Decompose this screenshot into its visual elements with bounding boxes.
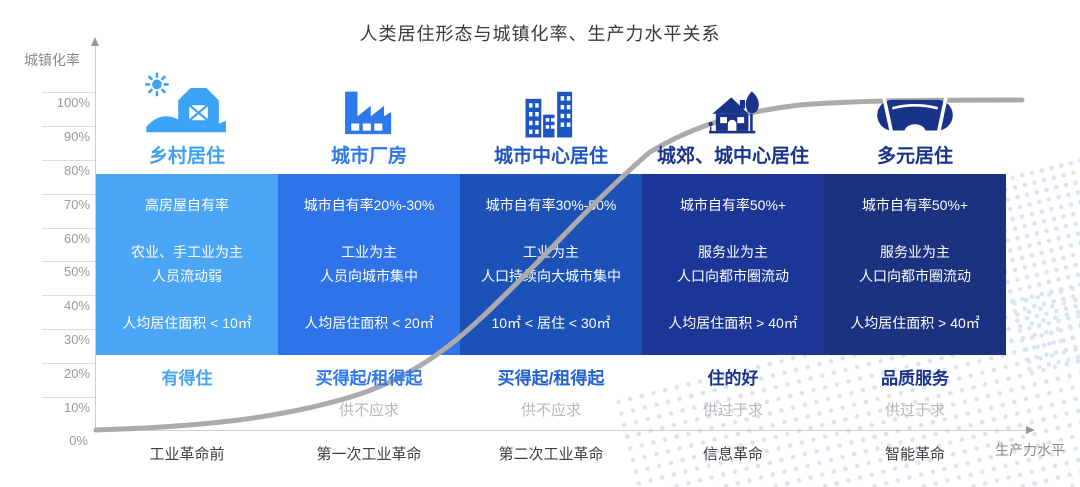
y-tick-40: 40%	[42, 295, 95, 313]
y-tick-70: 70%	[42, 194, 95, 212]
suburban-house-icon	[642, 60, 824, 138]
ownership-text: 城市自有率50%+	[861, 197, 969, 213]
industry-line: 人口持续向大城市集中	[481, 268, 621, 284]
y-tick-label: 80%	[63, 163, 90, 178]
x-era-label: 第二次工业革命	[498, 446, 604, 463]
slogan-text: 买得起/租得起	[497, 369, 605, 388]
supply-demand-text: 供不应求	[520, 402, 581, 419]
slogan-text: 有得住	[161, 369, 213, 388]
info-box: 城市自有率30%-50% 工业为主 人口持续向大城市集中 10㎡ < 居住 < …	[460, 174, 642, 355]
industry-text: 工业为主 人员向城市集中	[320, 240, 418, 289]
slogan-text: 买得起/租得起	[315, 369, 423, 388]
x-axis-label: 生产力水平	[995, 442, 1065, 458]
farm-icon	[96, 60, 278, 138]
area-text: 人均居住面积 < 20㎡	[304, 315, 434, 331]
y-tick-label: 70%	[63, 197, 90, 212]
area-text: 人均居住面积 > 40㎡	[850, 315, 980, 331]
industry-text: 农业、手工业为主 人员流动弱	[131, 240, 243, 289]
y-tick-100: 100%	[42, 92, 95, 110]
ownership-text: 城市自有率50%+	[679, 197, 787, 213]
column-title: 乡村居住	[148, 146, 225, 167]
x-era-label: 工业革命前	[149, 446, 225, 463]
info-box: 高房屋自有率 农业、手工业为主 人员流动弱 人均居住面积 < 10㎡	[96, 174, 278, 355]
vr-goggles-icon	[824, 60, 1006, 138]
area-text: 10㎡ < 居住 < 30㎡	[491, 315, 611, 331]
info-box: 城市自有率50%+ 服务业为主 人口向都市圈流动 人均居住面积 > 40㎡	[642, 174, 824, 355]
column-city-factory: 城市厂房 城市自有率20%-30% 工业为主 人员向城市集中 人均居住面积 < …	[278, 0, 460, 487]
industry-line: 服务业为主	[880, 243, 950, 260]
column-diverse-living: 多元居住 城市自有率50%+ 服务业为主 人口向都市圈流动 人均居住面积 > 4…	[824, 0, 1006, 487]
y-axis-label: 城镇化率	[24, 52, 80, 68]
ownership-text: 城市自有率30%-50%	[485, 197, 617, 213]
column-suburb-center-living: 城郊、城中心居住 城市自有率50%+ 服务业为主 人口向都市圈流动 人均居住面积…	[642, 0, 824, 487]
column-title: 城市中心居住	[493, 146, 608, 167]
y-tick-90: 90%	[42, 126, 95, 144]
x-axis-arrow-icon	[1026, 426, 1035, 434]
info-box: 城市自有率20%-30% 工业为主 人员向城市集中 人均居住面积 < 20㎡	[278, 174, 460, 355]
y-axis-arrow-icon	[91, 37, 99, 46]
y-tick-80: 80%	[42, 160, 95, 178]
industry-text: 服务业为主 人口向都市圈流动	[859, 240, 971, 289]
y-tick-label: 10%	[63, 400, 90, 415]
x-era-label: 信息革命	[702, 446, 763, 463]
info-box: 城市自有率50%+ 服务业为主 人口向都市圈流动 人均居住面积 > 40㎡	[824, 174, 1006, 355]
column-city-center-living: 城市中心居住 城市自有率30%-50% 工业为主 人口持续向大城市集中 10㎡ …	[460, 0, 642, 487]
y-tick-30: 30%	[42, 329, 95, 347]
factory-icon	[278, 60, 460, 138]
column-rural-living: 乡村居住 高房屋自有率 农业、手工业为主 人员流动弱 人均居住面积 < 10㎡ …	[96, 0, 278, 487]
y-tick-0: 0%	[69, 433, 88, 448]
y-tick-20: 20%	[42, 363, 95, 381]
ownership-text: 高房屋自有率	[145, 197, 229, 213]
y-tick-label: 100%	[56, 95, 90, 110]
industry-text: 工业为主 人口持续向大城市集中	[481, 240, 621, 289]
industry-line: 工业为主	[523, 243, 579, 260]
supply-demand-text: 供不应求	[338, 402, 399, 419]
industry-line: 农业、手工业为主	[131, 243, 243, 260]
y-tick-label: 60%	[63, 231, 90, 246]
column-title: 城郊、城中心居住	[656, 146, 809, 167]
supply-demand-text: 供过于求	[702, 402, 763, 419]
y-tick-label: 50%	[63, 264, 90, 279]
slogan-text: 住的好	[707, 369, 759, 388]
page-title: 人类居住形态与城镇化率、生产力水平关系	[359, 24, 721, 44]
supply-demand-text: 供过于求	[884, 402, 945, 419]
industry-line: 工业为主	[341, 243, 397, 260]
column-title: 多元居住	[876, 146, 953, 167]
industry-line: 服务业为主	[698, 243, 768, 260]
column-title: 城市厂房	[330, 146, 407, 167]
x-era-label: 智能革命	[884, 446, 945, 463]
industry-line: 人口向都市圈流动	[859, 268, 971, 284]
area-text: 人均居住面积 < 10㎡	[122, 315, 252, 331]
area-text: 人均居住面积 > 40㎡	[668, 315, 798, 331]
ownership-text: 城市自有率20%-30%	[303, 197, 435, 213]
y-tick-10: 10%	[42, 397, 95, 415]
city-buildings-icon	[460, 60, 642, 138]
industry-line: 人员向城市集中	[320, 268, 418, 284]
x-era-label: 第一次工业革命	[316, 446, 422, 463]
industry-text: 服务业为主 人口向都市圈流动	[677, 240, 789, 289]
y-tick-label: 40%	[63, 298, 90, 313]
y-tick-label: 90%	[63, 129, 90, 144]
industry-line: 人口向都市圈流动	[677, 268, 789, 284]
x-axis-line	[95, 430, 1027, 431]
y-tick-50: 50%	[42, 261, 95, 279]
y-tick-60: 60%	[42, 228, 95, 246]
industry-line: 人员流动弱	[152, 268, 222, 284]
y-tick-label: 30%	[63, 332, 90, 347]
y-tick-label: 20%	[63, 366, 90, 381]
slogan-text: 品质服务	[881, 369, 949, 388]
